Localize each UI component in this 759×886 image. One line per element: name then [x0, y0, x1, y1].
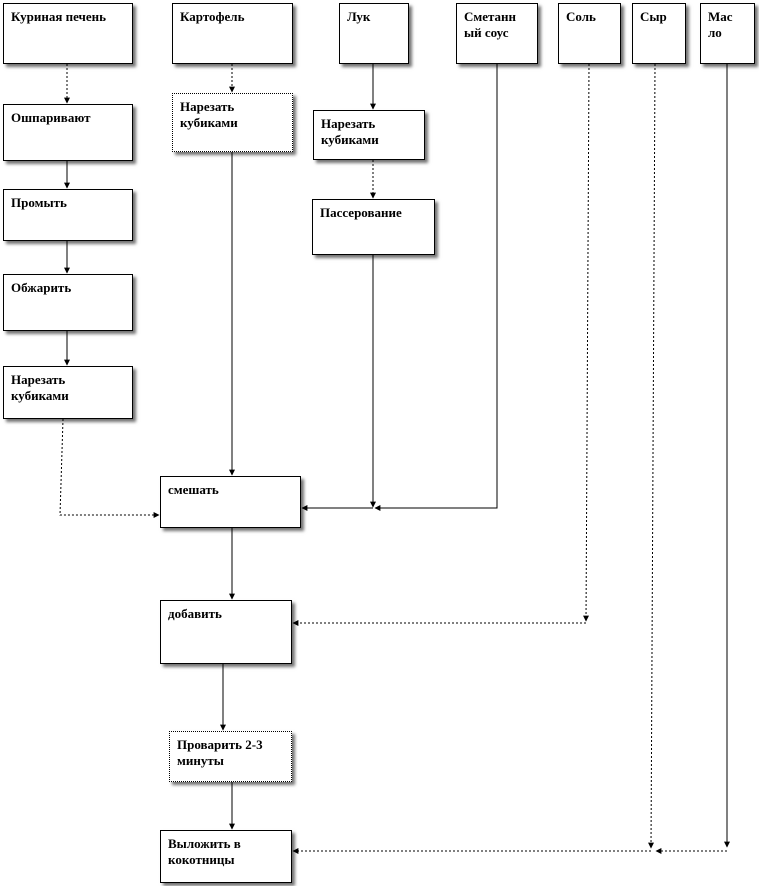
node-chicken-liver: Куриная печень — [3, 3, 133, 64]
node-label: Картофель — [180, 9, 245, 24]
node-liver-blanch: Ошпаривают — [3, 104, 133, 161]
node-label: добавить — [168, 606, 222, 621]
node-sour-cream-sauce: Сметанн ый соус — [456, 3, 538, 64]
node-serve: Выложить в кокотницы — [160, 830, 292, 883]
node-label: Сметанн ый соус — [464, 9, 517, 40]
node-liver-fry: Обжарить — [3, 274, 133, 331]
arrow-liver-dice-to-mix — [59, 418, 160, 518]
node-label: Проварить 2-3 минуты — [177, 737, 263, 768]
arrow-sauce-to-mix — [374, 64, 498, 511]
node-label: Выложить в кокотницы — [168, 836, 241, 867]
node-label: Нарезать кубиками — [321, 116, 379, 147]
node-label: Куриная печень — [11, 9, 106, 24]
node-label: Пассерование — [320, 205, 402, 220]
node-liver-rinse: Промыть — [3, 189, 133, 241]
node-label: Нарезать кубиками — [180, 99, 238, 130]
node-label: смешать — [168, 482, 219, 497]
node-label: Обжарить — [11, 280, 72, 295]
arrow-cheese-down — [648, 63, 656, 849]
node-label: Ошпаривают — [11, 110, 91, 125]
node-add: добавить — [160, 600, 292, 664]
node-label: Сыр — [640, 9, 667, 24]
node-cheese: Сыр — [632, 3, 686, 64]
node-label: Мас ло — [708, 9, 733, 40]
node-salt: Соль — [558, 3, 621, 64]
node-onion-saute: Пассерование — [312, 199, 435, 255]
node-cook: Проварить 2-3 минуты — [169, 731, 292, 782]
node-potato: Картофель — [172, 3, 293, 64]
node-liver-dice: Нарезать кубиками — [3, 366, 133, 419]
node-onion-dice: Нарезать кубиками — [313, 110, 425, 160]
arrow-salt-down — [583, 63, 590, 622]
node-potato-dice: Нарезать кубиками — [172, 93, 293, 152]
node-label: Лук — [347, 9, 371, 24]
node-mix: смешать — [160, 476, 301, 528]
node-label: Нарезать кубиками — [11, 372, 69, 403]
node-onion: Лук — [339, 3, 409, 64]
node-label: Промыть — [11, 195, 67, 210]
node-label: Соль — [566, 9, 596, 24]
node-butter: Мас ло — [700, 3, 755, 64]
